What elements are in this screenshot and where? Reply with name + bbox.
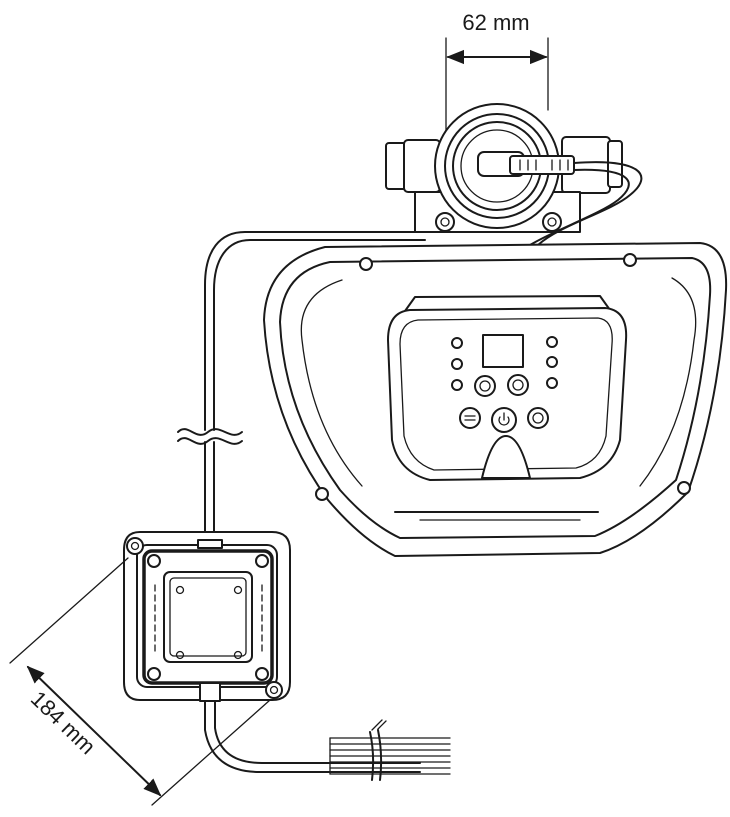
housing-screw-bottom-right (677, 481, 691, 495)
indicator-led-right-2 (546, 356, 558, 368)
bypass-cover-plate (163, 571, 253, 663)
cable-break-mark-upper (177, 428, 243, 436)
housing-screw-top-left (359, 257, 373, 271)
indicator-led-left-3 (451, 379, 463, 391)
extension-line-bottom (151, 699, 271, 806)
extension-line-top (9, 557, 129, 664)
housing-right-contour (639, 277, 697, 487)
housing-left-contour (300, 279, 363, 487)
bypass-cable-outlet (199, 682, 221, 702)
control-panel-face (387, 307, 628, 481)
control-panel (387, 307, 628, 481)
bypass-corner-bolt-3 (147, 667, 161, 681)
bypass-corner-bolt-1 (147, 554, 161, 568)
coil-tie (369, 731, 375, 781)
indicator-led-left-1 (451, 337, 463, 349)
diagonal-dimension-arrow (26, 665, 162, 797)
valve-cable-lower (529, 168, 630, 246)
cover-screw-2 (233, 585, 243, 595)
housing-screw-top-right (623, 253, 637, 267)
bypass-corner-bolt-2 (255, 554, 269, 568)
lid-pull-tab (481, 435, 531, 479)
connector-plug (509, 155, 575, 175)
cover-screw-3 (175, 650, 185, 660)
top-width-label: 62 mm (462, 10, 529, 35)
indicator-led-right-3 (546, 377, 558, 389)
bypass-mount-hole-bottom (265, 681, 283, 699)
housing-inner-rim (279, 257, 712, 539)
display-screen (482, 334, 524, 368)
regen-button (527, 407, 549, 429)
coiled-cable (204, 700, 451, 781)
cover-screw-1 (175, 585, 185, 595)
top-width-dimension: 62 mm (445, 10, 549, 141)
lower-cable-outer (204, 700, 421, 773)
power-cable (177, 161, 643, 541)
housing-screw-bottom-left (315, 487, 329, 501)
menu-button (459, 407, 481, 429)
indicator-led-right-1 (546, 336, 558, 348)
down-button (507, 374, 529, 396)
cable-coil (329, 719, 451, 781)
bypass-diagonal-label: 184 mm (26, 686, 101, 759)
cable-run-inner (213, 239, 426, 431)
valve-head (385, 103, 623, 233)
bypass-corner-bolt-4 (255, 667, 269, 681)
lower-cable-inner (214, 700, 421, 764)
bypass-cable-inlet (197, 539, 223, 549)
bypass-box (123, 531, 291, 702)
bypass-mount-hole-top (126, 537, 144, 555)
cable-break-mark-lower (177, 437, 243, 445)
valve-screw-right (542, 212, 562, 232)
valve-screw-left (435, 212, 455, 232)
up-button (474, 375, 496, 397)
cable-run-outer (204, 231, 434, 431)
cover-screw-4 (233, 650, 243, 660)
indicator-led-left-2 (451, 358, 463, 370)
